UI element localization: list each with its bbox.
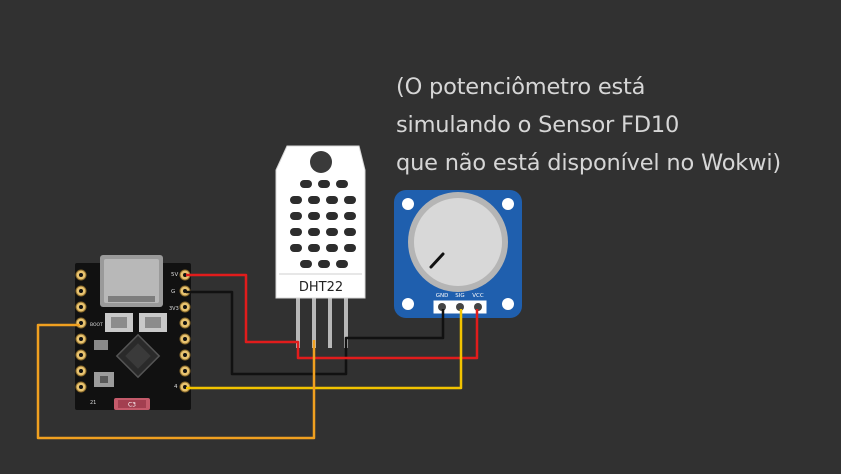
pin-label-4: 4 bbox=[174, 384, 178, 390]
pin-label-3v3: 3V3 bbox=[169, 306, 179, 312]
header-pin-hole bbox=[183, 337, 187, 341]
note-line-2: simulando o Sensor FD10 bbox=[396, 112, 680, 138]
grille-slot bbox=[326, 244, 338, 252]
pot-indicator bbox=[429, 252, 445, 269]
wire-signal-pot[interactable] bbox=[186, 309, 463, 390]
potentiometer[interactable]: GND SIG VCC bbox=[394, 190, 522, 318]
header-pin-hole bbox=[183, 321, 187, 325]
grille-slot bbox=[326, 228, 338, 236]
grille-slot bbox=[290, 228, 302, 236]
grille-slot bbox=[290, 244, 302, 252]
wire-power[interactable] bbox=[186, 273, 479, 360]
pin-label-boot: BOOT bbox=[90, 322, 103, 328]
grille-slot bbox=[344, 228, 356, 236]
regulator bbox=[94, 340, 108, 350]
header-pin-hole bbox=[183, 305, 187, 309]
header-pin-hole bbox=[183, 369, 187, 373]
grille-slot bbox=[326, 196, 338, 204]
pot-pin-label-sig: SIG bbox=[455, 293, 464, 299]
grille-slot bbox=[344, 244, 356, 252]
mount-hole bbox=[402, 198, 414, 210]
mount-hole bbox=[502, 198, 514, 210]
led-label: C3 bbox=[128, 402, 136, 409]
grille-slot bbox=[318, 260, 330, 268]
mcu-chip bbox=[115, 333, 161, 379]
pin-label-g: G bbox=[171, 289, 175, 295]
grille-slot bbox=[308, 212, 320, 220]
grille-slot bbox=[308, 228, 320, 236]
header-pin-hole bbox=[183, 353, 187, 357]
header-pin-hole bbox=[79, 353, 83, 357]
header-pin-hole bbox=[79, 305, 83, 309]
grille-slot bbox=[318, 180, 330, 188]
dht22-mount-hole bbox=[310, 151, 332, 173]
dht22-grille bbox=[290, 180, 356, 268]
dht22-leg-1 bbox=[296, 296, 300, 348]
mount-hole bbox=[502, 298, 514, 310]
note-line-1: (O potenciômetro está bbox=[396, 74, 646, 100]
grille-slot bbox=[290, 196, 302, 204]
grille-slot bbox=[290, 212, 302, 220]
annotation-note: (O potenciômetro está simulando o Sensor… bbox=[396, 68, 781, 182]
pot-pin-label-vcc: VCC bbox=[472, 293, 484, 299]
pin-label-21: 21 bbox=[90, 400, 96, 406]
header-pin-hole bbox=[79, 369, 83, 373]
grille-slot bbox=[326, 212, 338, 220]
grille-slot bbox=[308, 196, 320, 204]
wire-signal-dht[interactable] bbox=[36, 323, 316, 440]
dht22-leg-4 bbox=[344, 296, 348, 348]
pin-label-5v: 5V bbox=[171, 272, 178, 278]
dht22-leg-2 bbox=[312, 296, 316, 348]
grille-slot bbox=[300, 180, 312, 188]
grille-slot bbox=[300, 260, 312, 268]
dht22-label: DHT22 bbox=[299, 280, 343, 295]
header-pin-hole bbox=[79, 385, 83, 389]
grille-slot bbox=[344, 196, 356, 204]
pot-pin-label-gnd: GND bbox=[436, 293, 449, 299]
note-line-3: que não está disponível no Wokwi) bbox=[396, 150, 781, 176]
header-pin-hole bbox=[79, 273, 83, 277]
header-pin-hole bbox=[79, 337, 83, 341]
wire-ground[interactable] bbox=[186, 290, 445, 376]
grille-slot bbox=[336, 260, 348, 268]
dht22-sensor[interactable]: DHT22 bbox=[275, 145, 366, 348]
grille-slot bbox=[336, 180, 348, 188]
pot-knob[interactable] bbox=[414, 198, 502, 286]
esp32-c3-board[interactable]: C3 5V G 3V3 4 BOOT 21 bbox=[75, 255, 191, 410]
mount-hole bbox=[402, 298, 414, 310]
dht22-leg-3 bbox=[328, 296, 332, 348]
grille-slot bbox=[308, 244, 320, 252]
header-pin-hole bbox=[79, 289, 83, 293]
grille-slot bbox=[344, 212, 356, 220]
wires bbox=[36, 273, 479, 440]
